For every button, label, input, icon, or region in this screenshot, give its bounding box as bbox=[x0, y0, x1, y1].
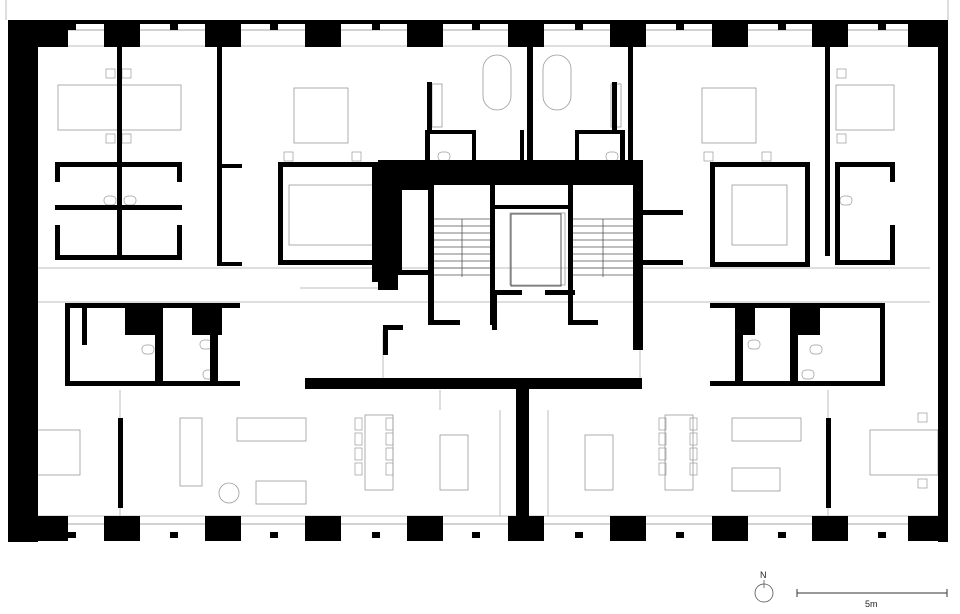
north-label: N bbox=[760, 570, 767, 580]
walls-layer bbox=[8, 20, 948, 542]
north-arrow-icon bbox=[754, 580, 774, 603]
stairs-icon bbox=[434, 213, 633, 287]
scale-bar bbox=[796, 589, 948, 597]
scale-label: 5m bbox=[865, 599, 878, 609]
